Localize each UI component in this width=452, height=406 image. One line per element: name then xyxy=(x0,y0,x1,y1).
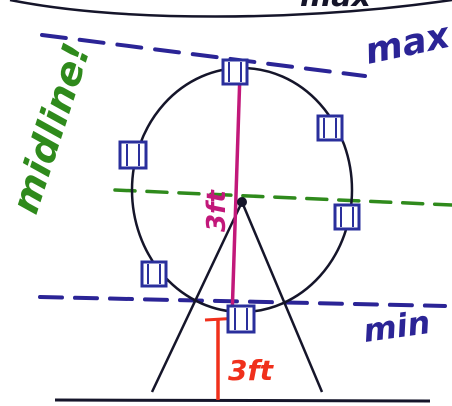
midline-label: midline! xyxy=(3,38,99,219)
top-cut-label: max xyxy=(300,0,373,14)
cabin-lower-left xyxy=(142,262,166,286)
cabin-lower-right xyxy=(335,205,359,229)
wheel-hub xyxy=(237,197,247,207)
cabin-upper-left xyxy=(120,142,146,168)
height-label: 3ft xyxy=(228,354,275,387)
max-label: max xyxy=(361,15,452,73)
cabin-bottom xyxy=(228,306,254,332)
radius-label: 3ft xyxy=(202,189,232,232)
midline xyxy=(115,190,452,205)
ground-line xyxy=(55,400,430,401)
cabin-top xyxy=(223,60,247,84)
top-arc-line xyxy=(10,0,452,17)
radius-line xyxy=(232,72,240,318)
cabin-upper-right xyxy=(318,116,342,140)
min-label: min xyxy=(361,303,433,350)
